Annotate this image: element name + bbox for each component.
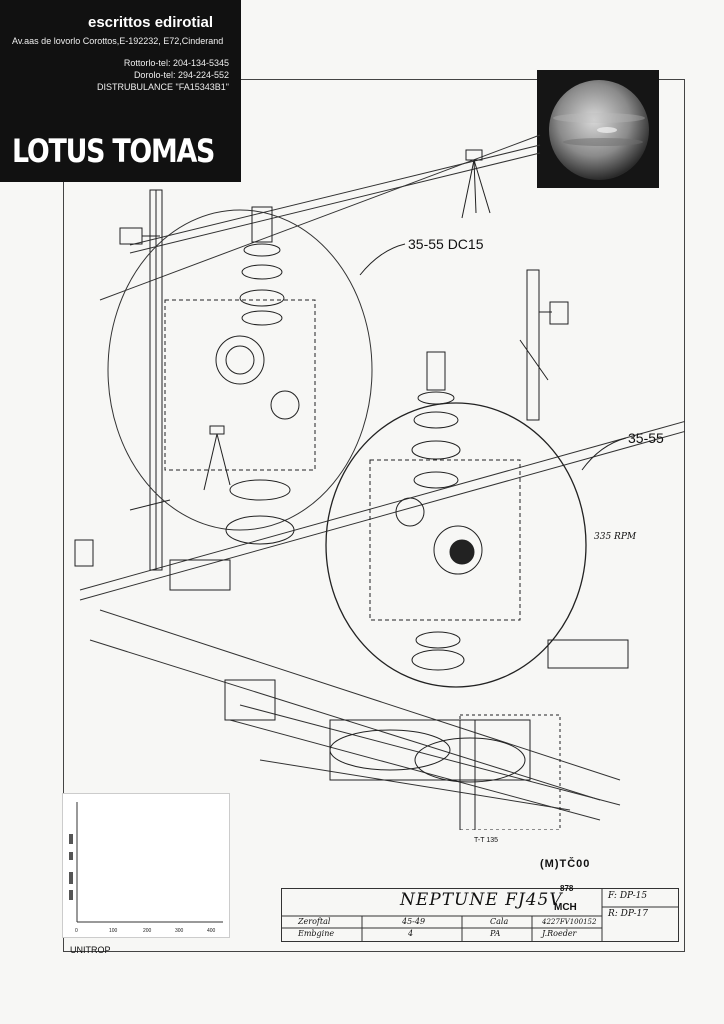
graph-plot: 0 100 200 300 400 — [69, 802, 223, 934]
row1-field: Cala — [490, 917, 509, 926]
row1-label: Zeroftal — [298, 917, 331, 926]
left-mast — [74, 189, 171, 571]
inner-tripod — [203, 425, 231, 491]
publisher-header: escrittos edirotial Av.aas de lovorlo Co… — [0, 0, 241, 182]
row2-value: 4 — [408, 929, 414, 938]
x-tick-label: 400 — [207, 928, 216, 934]
title-block-grid — [282, 889, 678, 941]
drawing-title: NEPTUNE FJ45V — [400, 890, 563, 910]
row1-value: 45-49 — [402, 917, 426, 926]
contact-block: Rottorlo-tel: 204-134-5345 Dorolo-tel: 2… — [97, 57, 229, 93]
planet-image — [537, 70, 659, 188]
company-name: escrittos edirotial — [88, 14, 214, 31]
unitrop-label: UNITROP — [70, 945, 111, 955]
x-tick-label: 100 — [109, 928, 118, 934]
title-block: NEPTUNE FJ45V 878 MCH F: DP-15 R: DP-17 … — [281, 884, 679, 942]
rails — [79, 134, 685, 821]
rear-drum — [107, 206, 373, 545]
row2-label: Embgine — [298, 929, 335, 938]
contact-line: Dorolo-tel: 294-224-552 — [133, 70, 229, 80]
leader-lines — [359, 243, 627, 471]
callout-rear-drum: 35-55 DC15 — [408, 236, 484, 252]
x-tick-label: 0 — [75, 928, 78, 934]
tripod-stand — [461, 149, 491, 219]
drawing-sub: MCH — [554, 902, 577, 913]
drawing-code: (M)TČ00 — [540, 858, 591, 870]
logo-wordmark: LOTUS TOMAS — [12, 132, 215, 170]
technical-drawing — [74, 134, 685, 830]
rpm-annotation: 335 RPM — [594, 532, 637, 542]
front-drum — [325, 351, 587, 688]
row2-signature: J.Roeder — [542, 929, 577, 938]
rear-ref: R: DP-17 — [608, 909, 648, 919]
front-ref: F: DP-15 — [608, 891, 648, 901]
row1-serial: 4227FV100152 — [542, 918, 597, 926]
graph-card: 0 100 200 300 400 — [62, 793, 230, 938]
drawing-frame — [63, 79, 685, 952]
base-carriage — [169, 559, 629, 830]
drawing-number: 878 — [560, 884, 574, 893]
section-annotation: T-T 135 — [474, 837, 498, 844]
x-tick-label: 200 — [143, 928, 152, 934]
x-tick-label: 300 — [175, 928, 184, 934]
planet-thumbnail — [537, 70, 659, 188]
callout-front-drum: 35-55 — [628, 430, 664, 446]
row2-field: PA — [490, 929, 501, 938]
contact-line: Rottorlo-tel: 204-134-5345 — [123, 58, 229, 68]
right-mast — [519, 269, 569, 421]
company-address: Av.aas de lovorlo Corottos,E-192232, E72… — [12, 36, 224, 46]
contact-line: DISTRUBULANCE "FA15343B1" — [97, 82, 229, 92]
